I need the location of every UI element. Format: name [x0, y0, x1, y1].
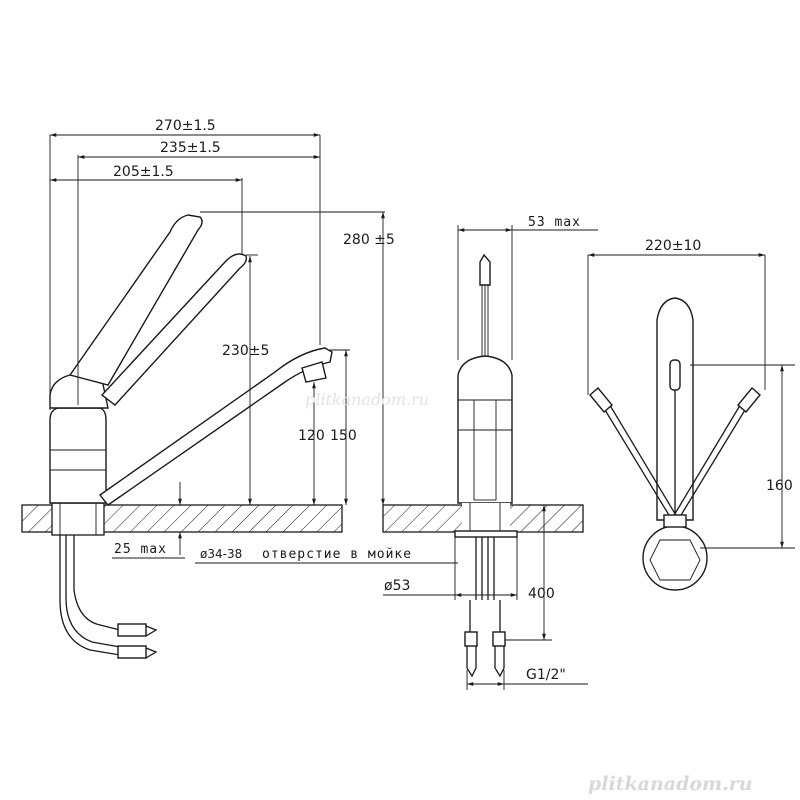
dim-lever-swing: 220±10 — [645, 238, 701, 254]
dim-hole-diameter: ø34-38 — [200, 547, 242, 561]
dim-thread: G1/2" — [526, 667, 566, 683]
dim-width-total: 270±1.5 — [155, 118, 216, 134]
dim-width-spout: 235±1.5 — [160, 140, 221, 156]
top-view: 220±10 160 — [587, 238, 795, 591]
watermark-corner: plitkanadom.ru — [588, 773, 753, 795]
side-body — [457, 355, 513, 504]
dim-height-total: 280 ±5 — [343, 232, 395, 248]
front-view: 270±1.5 235±1.5 205±1.5 280 ±5 230±5 120… — [21, 118, 584, 659]
faucet-spout — [98, 347, 333, 506]
faucet-lever — [68, 214, 203, 386]
dim-deck-thickness: 25 max — [114, 542, 167, 557]
dim-height-lever: 230±5 — [222, 343, 269, 359]
dim-lever-height: 160 — [766, 478, 793, 494]
dim-hole-caption: отверстие в мойке — [262, 547, 412, 562]
side-view: 53 max ø53 400 G1/2" — [383, 215, 598, 690]
dim-side-width: 53 max — [528, 215, 581, 230]
dim-width-lever: 205±1.5 — [113, 164, 174, 180]
dim-height-spout-low: 120 — [298, 428, 325, 444]
faucet-body — [49, 407, 107, 504]
dim-hose-length: 400 — [528, 586, 555, 602]
supply-hose — [59, 535, 121, 656]
dim-base-diameter: ø53 — [384, 578, 410, 594]
watermark-center: plitkanadom.ru — [305, 390, 429, 409]
dim-height-spout-high: 150 — [330, 428, 357, 444]
